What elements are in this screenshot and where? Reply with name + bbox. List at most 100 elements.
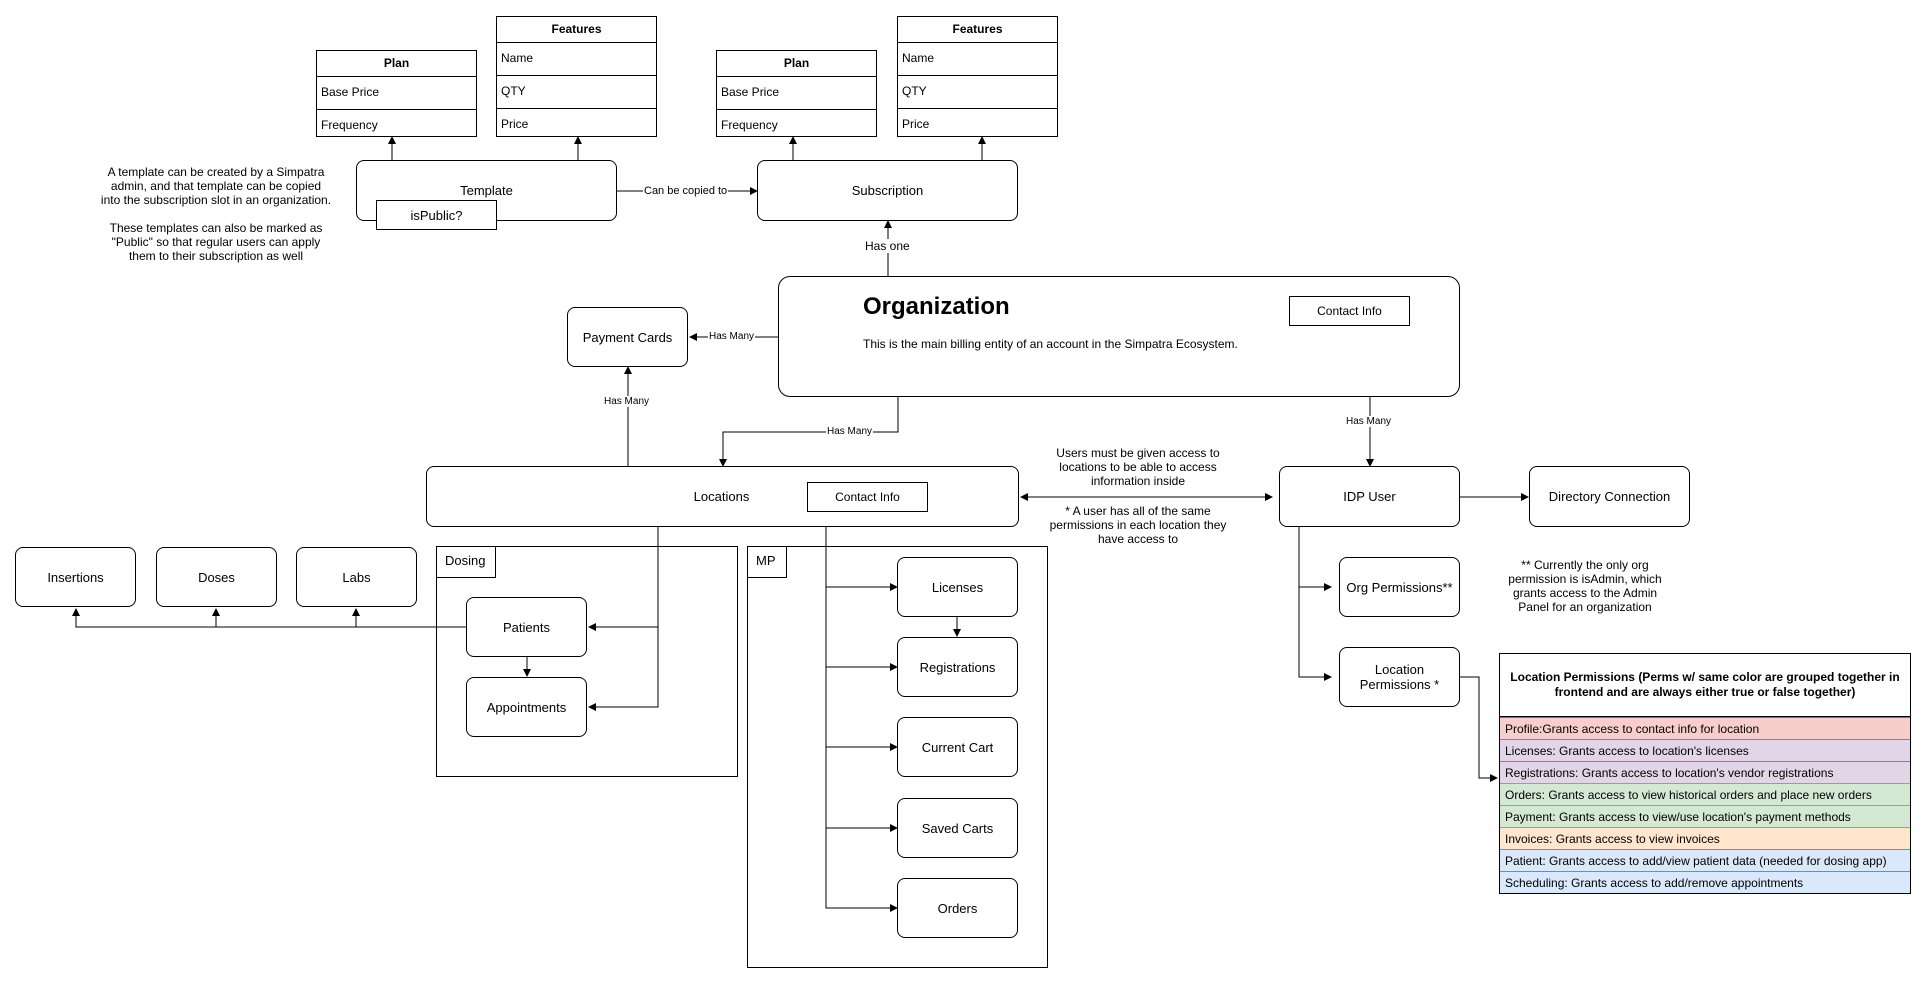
note-line: have access to — [1097, 532, 1179, 546]
edge-label-has-one: Has one — [864, 239, 911, 253]
note-line: into the subscription slot in an organiz… — [100, 193, 332, 207]
current-cart-node[interactable]: Current Cart — [897, 717, 1018, 777]
registrations-label: Registrations — [919, 659, 996, 675]
labs-node[interactable]: Labs — [296, 547, 417, 607]
patients-label: Patients — [503, 619, 550, 635]
permission-row: Profile:Grants access to contact info fo… — [1500, 717, 1910, 739]
dosing-frame: Dosing — [436, 546, 738, 777]
plan-row: Base Price — [717, 77, 876, 110]
ispublic-flag[interactable]: isPublic? — [376, 200, 497, 230]
edge-label-has-many: Has Many — [708, 331, 756, 342]
note-line: admin, and that template can be copied — [110, 179, 322, 193]
idp-user-node[interactable]: IDP User — [1279, 466, 1460, 527]
edge-label-can-be-copied: Can be copied to — [643, 185, 729, 197]
access-note: Users must be given access to locations … — [1028, 446, 1248, 488]
permission-row: Scheduling: Grants access to add/remove … — [1500, 871, 1910, 893]
permission-row: Patient: Grants access to add/view patie… — [1500, 849, 1910, 871]
note-line: "Public" so that regular users can apply — [111, 235, 321, 249]
patients-node[interactable]: Patients — [466, 597, 587, 657]
features-row: QTY — [898, 76, 1057, 109]
locations-node[interactable]: Locations — [426, 466, 1019, 527]
contact-info-label: Contact Info — [1317, 304, 1382, 318]
template-note: A template can be created by a Simpatra … — [86, 165, 346, 263]
note-line: permissions in each location they — [1049, 518, 1227, 532]
permission-row: Invoices: Grants access to view invoices — [1500, 827, 1910, 849]
organization-title: Organization — [863, 293, 1010, 320]
plan-title: Plan — [317, 51, 476, 77]
edge-locperm-table — [1460, 676, 1498, 782]
features-row: Price — [902, 117, 930, 131]
note-line: them to their subscription as well — [128, 249, 304, 263]
organization-description: This is the main billing entity of an ac… — [863, 337, 1238, 351]
insertions-label: Insertions — [47, 569, 104, 585]
edge-user-orgperm — [1298, 527, 1332, 591]
saved-carts-node[interactable]: Saved Carts — [897, 798, 1018, 858]
doses-node[interactable]: Doses — [156, 547, 277, 607]
orders-node[interactable]: Orders — [897, 878, 1018, 938]
insertions-node[interactable]: Insertions — [15, 547, 136, 607]
plan-row: Frequency — [721, 118, 778, 132]
permission-row: Registrations: Grants access to location… — [1500, 761, 1910, 783]
note-line: locations to be able to access — [1059, 460, 1217, 474]
organization-contact-info[interactable]: Contact Info — [1289, 296, 1410, 326]
locations-label: Locations — [693, 489, 750, 504]
location-permissions-label: Permissions * — [1359, 677, 1440, 692]
plan-row: Frequency — [321, 118, 378, 132]
subscription-node[interactable]: Subscription — [757, 160, 1018, 221]
payment-cards-node[interactable]: Payment Cards — [567, 307, 688, 367]
note-line: grants access to the Admin — [1512, 586, 1658, 600]
registrations-node[interactable]: Registrations — [897, 637, 1018, 697]
directory-connection-label: Directory Connection — [1548, 489, 1671, 504]
appointments-node[interactable]: Appointments — [466, 677, 587, 737]
org-permissions-note: ** Currently the only org permission is … — [1485, 558, 1685, 614]
note-line: Panel for an organization — [1518, 600, 1652, 614]
appointments-label: Appointments — [486, 699, 567, 715]
location-permissions-table: Location Permissions (Perms w/ same colo… — [1499, 653, 1911, 894]
features-row: Name — [497, 43, 656, 76]
features-row: QTY — [497, 76, 656, 109]
organization-node[interactable]: Organization This is the main billing en… — [778, 276, 1460, 397]
locations-contact-info[interactable]: Contact Info — [807, 482, 928, 512]
orders-label: Orders — [937, 900, 978, 916]
note-line: * A user has all of the same — [1065, 504, 1211, 518]
plan-row: Base Price — [317, 77, 476, 110]
location-permissions-label: Location — [1374, 662, 1425, 677]
note-line: permission is isAdmin, which — [1508, 572, 1662, 586]
doses-label: Doses — [198, 569, 235, 585]
note-line: information inside — [1090, 474, 1186, 488]
directory-connection-node[interactable]: Directory Connection — [1529, 466, 1690, 527]
features-title: Features — [898, 17, 1057, 43]
permission-row: Orders: Grants access to view historical… — [1500, 783, 1910, 805]
edge-patients-children — [72, 608, 466, 628]
plan-title: Plan — [717, 51, 876, 77]
org-permissions-label: Org Permissions** — [1346, 579, 1453, 595]
org-permissions-node[interactable]: Org Permissions** — [1339, 557, 1460, 617]
contact-info-label: Contact Info — [835, 490, 900, 504]
features-row: Name — [898, 43, 1057, 76]
licenses-label: Licenses — [931, 579, 984, 595]
note-line: Users must be given access to — [1056, 446, 1220, 460]
features-title: Features — [497, 17, 656, 43]
dosing-frame-title: Dosing — [437, 547, 497, 578]
plan-table-right: Plan Base Price Frequency — [716, 50, 877, 137]
current-cart-label: Current Cart — [921, 739, 994, 755]
location-permissions-node[interactable]: Location Permissions * — [1339, 647, 1460, 707]
note-line: A template can be created by a Simpatra — [107, 165, 325, 179]
licenses-node[interactable]: Licenses — [897, 557, 1018, 617]
permission-row: Licenses: Grants access to location's li… — [1500, 739, 1910, 761]
permission-row: Payment: Grants access to view/use locat… — [1500, 805, 1910, 827]
edge-label-has-many: Has Many — [826, 426, 874, 437]
location-permissions-table-title: Location Permissions (Perms w/ same colo… — [1500, 654, 1910, 717]
features-row: Price — [501, 117, 529, 131]
mp-frame: MP — [747, 546, 1048, 968]
edge-user-locperm — [1298, 587, 1332, 681]
edge-label-has-many: Has Many — [603, 396, 651, 407]
mp-frame-title: MP — [748, 547, 787, 578]
same-permissions-note: * A user has all of the same permissions… — [1028, 504, 1248, 546]
note-line: These templates can also be marked as — [109, 221, 323, 235]
features-table-left: Features Name QTY Price — [496, 16, 657, 137]
payment-cards-label: Payment Cards — [582, 329, 673, 345]
edge-label-has-many: Has Many — [1345, 416, 1393, 427]
saved-carts-label: Saved Carts — [921, 820, 994, 836]
plan-table-left: Plan Base Price Frequency — [316, 50, 477, 137]
